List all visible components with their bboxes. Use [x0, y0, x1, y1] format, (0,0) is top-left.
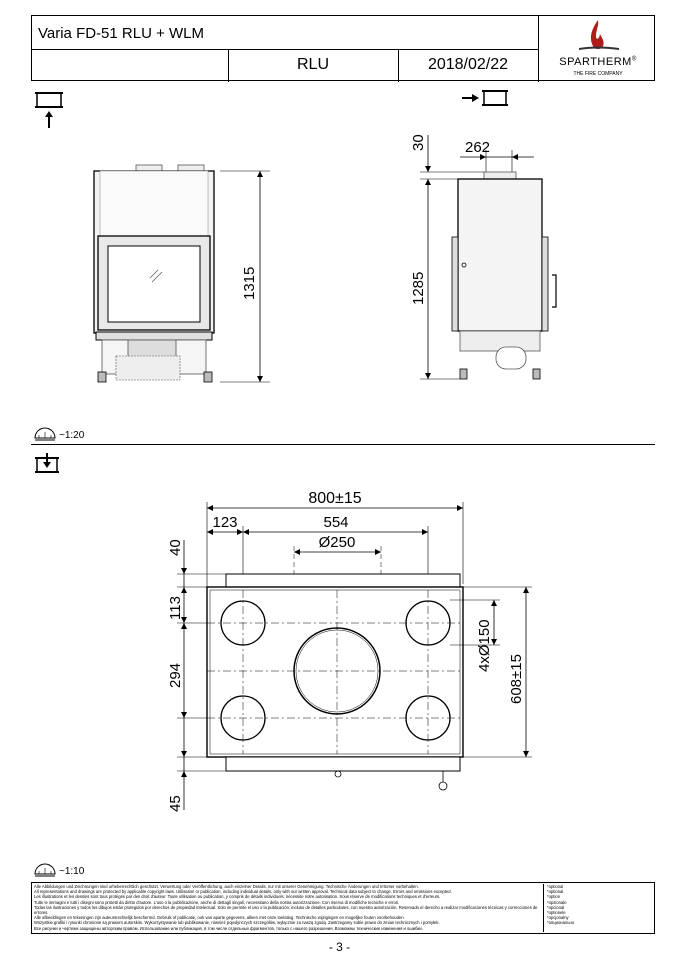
side-view-drawing: 262 30 1285 [410, 134, 557, 380]
flame-icon [579, 20, 619, 50]
outlet-center [293, 627, 381, 715]
side-view-icon [462, 90, 508, 106]
outlet-bottom-left [220, 695, 266, 741]
overall-width-label: 800±15 [308, 490, 361, 507]
scale-upper: ~1:20 [59, 430, 85, 441]
outlet-spacing-label: 554 [323, 514, 348, 531]
product-title: Varia FD-51 RLU + WLM [38, 25, 205, 42]
scale-ruler-icon [34, 427, 56, 441]
left-offset-label: 123 [212, 514, 237, 531]
brand-tagline: THE FIRE COMPANY [573, 71, 623, 77]
brand-name: SPARTHERM® [559, 56, 637, 68]
center-outlet-label: Ø250 [319, 534, 356, 551]
top-view-drawing: 800±15 123 554 Ø250 40 113 294 45 [167, 490, 532, 812]
outlet-top-left [220, 600, 266, 646]
drawing-date: 2018/02/22 [427, 56, 509, 73]
depth-label: 608±15 [508, 654, 525, 704]
top-margin-label: 40 [167, 539, 184, 556]
front-view-icon [35, 92, 63, 128]
front-view-drawing: 1315 [93, 164, 270, 383]
side-width-label: 262 [465, 139, 490, 156]
bottom-margin-label: 45 [167, 795, 184, 812]
section-divider [31, 444, 655, 445]
legal-text: Alle Abbildungen und Zeichnungen sind ur… [34, 884, 538, 931]
scale-ruler-icon [34, 863, 56, 877]
front-height-label: 1315 [241, 267, 258, 300]
title-block: Varia FD-51 RLU + WLM RLU 2018/02/22 SPA… [31, 15, 657, 82]
row-spacing-label: 294 [167, 663, 184, 688]
outlets-label: 4xØ150 [476, 619, 493, 672]
top-view-icon [35, 453, 59, 473]
outlet-top-right [405, 600, 451, 646]
brand-logo: SPARTHERM® THE FIRE COMPANY [538, 16, 657, 82]
title-block-row: RLU 2018/02/22 [32, 49, 538, 82]
cell-divider [228, 50, 229, 82]
first-row-label: 113 [167, 596, 184, 620]
scale-lower: ~1:10 [59, 866, 85, 877]
side-height-label: 1285 [410, 272, 427, 305]
page-number: - 3 - [328, 940, 351, 954]
option-legend: *optional *optional *option *opzionale *… [543, 884, 657, 932]
side-top-label: 30 [410, 134, 427, 151]
variant-label: RLU [296, 56, 329, 73]
outlet-bottom-right [405, 695, 451, 741]
legal-footer: Alle Abbildungen und Zeichnungen sind ur… [31, 882, 655, 934]
cell-divider [398, 50, 399, 82]
